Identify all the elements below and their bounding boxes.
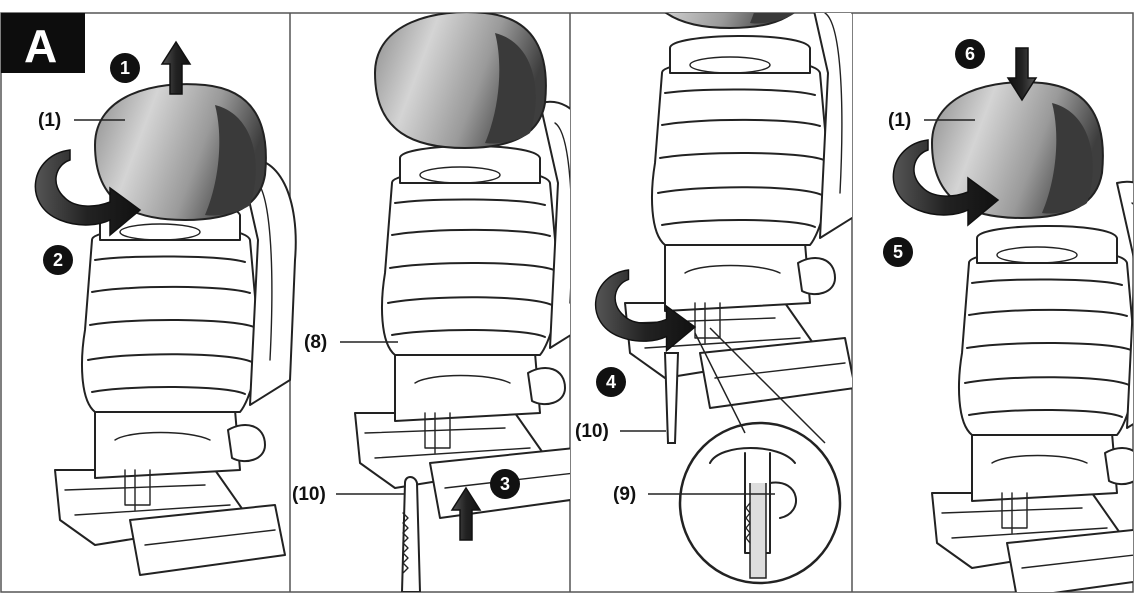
svg-text:(1): (1) — [38, 110, 61, 131]
svg-text:4: 4 — [606, 372, 616, 392]
step-marker-2: 2 — [43, 245, 73, 275]
svg-text:(9): (9) — [613, 484, 636, 505]
callout-saw-blade: (10) — [292, 484, 404, 505]
step-marker-4: 4 — [596, 367, 626, 397]
panel-4: 6 5 (1) — [883, 39, 1133, 592]
step-marker-5: 5 — [883, 237, 913, 267]
figure-frame — [0, 12, 1134, 593]
callout-blade-holder: (8) — [304, 332, 398, 353]
detail-magnifier — [678, 421, 842, 585]
svg-text:(8): (8) — [304, 332, 327, 353]
callout-saw-blade: (10) — [575, 421, 666, 442]
step-marker-3: 3 — [490, 469, 520, 499]
svg-text:1: 1 — [120, 58, 130, 78]
panel-2: 3 (8) (10) — [292, 13, 570, 592]
panel-3: 4 (10) (9) — [575, 13, 852, 585]
svg-text:2: 2 — [53, 250, 63, 270]
svg-text:(10): (10) — [575, 421, 609, 442]
callout-knob: (1) — [38, 110, 125, 131]
figure-badge: A — [1, 13, 85, 73]
svg-text:(1): (1) — [888, 110, 911, 131]
svg-text:5: 5 — [893, 242, 903, 262]
step-marker-6: 6 — [955, 39, 985, 69]
callout-knob: (1) — [888, 110, 975, 131]
svg-text:3: 3 — [500, 474, 510, 494]
svg-text:6: 6 — [965, 44, 975, 64]
callout-blade-clamp: (9) — [613, 484, 775, 505]
svg-text:(10): (10) — [292, 484, 326, 505]
step-marker-1: 1 — [110, 53, 140, 83]
panel-1: 1 2 (1) — [34, 41, 297, 577]
saw-blade — [400, 476, 422, 592]
svg-text:A: A — [24, 20, 57, 72]
